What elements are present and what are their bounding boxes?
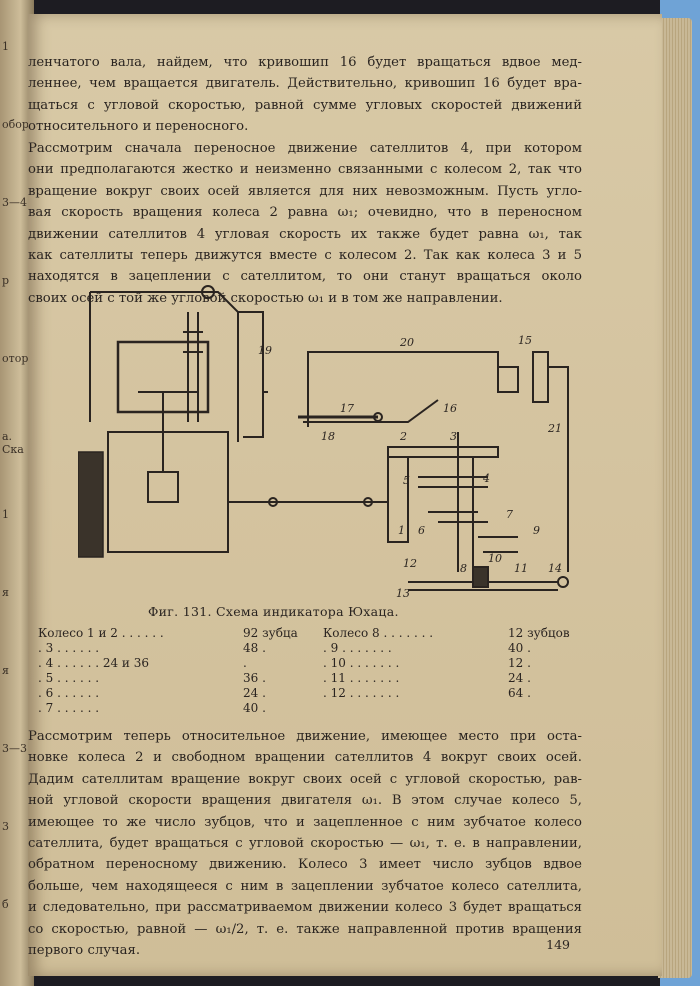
table-cell: 40 . [508, 641, 531, 655]
table-cell: . 7 . . . . . . [38, 701, 100, 715]
table-cell: 12 зубцов [508, 626, 570, 640]
text-line: первого случая. [28, 943, 141, 959]
figure-label: 16 [443, 402, 457, 415]
table-cell: . [243, 656, 247, 670]
text-line: вращение вокруг своих осей является для … [28, 183, 582, 199]
page-number: 149 [546, 937, 570, 952]
table-row: . 5 . . . . . . 36 . . 11 . . . . . . . 24 … [38, 671, 578, 686]
facing-page-fragment: я [2, 586, 9, 599]
figure-caption: Фиг. 131. Схема индикатора Юхаца. [148, 604, 399, 619]
table-cell: 24 . [508, 671, 531, 685]
table-cell: 92 зубца [243, 626, 298, 640]
table-cell: . 12 . . . . . . . [323, 686, 400, 700]
table-cell: 12 . [508, 656, 531, 670]
figure-label: 6 [418, 524, 425, 537]
figure-label: 9 [533, 524, 540, 537]
table-cell: . 10 . . . . . . . [323, 656, 400, 670]
table-cell: . 3 . . . . . . [38, 641, 100, 655]
text-line: находятся в зацеплении с сателлитом, то … [28, 269, 582, 285]
facing-page-fragment: 3 [2, 820, 9, 833]
figure-label: 21 [547, 422, 562, 435]
facing-page-fragment: оборо [2, 118, 34, 131]
facing-page-fragment: р [2, 274, 10, 287]
book-page: ленчатого вала, найдем, что кривошип 16 … [28, 14, 662, 976]
text-line: леннее, чем вращается двигатель. Действи… [28, 76, 582, 92]
text-line: ленчатого вала, найдем, что кривошип 16 … [28, 55, 582, 70]
paragraph-3: Рассмотрим теперь относительное движение… [28, 726, 582, 961]
figure-label: 19 [258, 344, 272, 357]
text-line: относительного и переносного. [28, 119, 249, 135]
text-line: они предполагаются жестко и неизменно св… [28, 162, 582, 178]
facing-page-fragment: б [2, 898, 9, 911]
gear-teeth-table: Колесо 1 и 2 . . . . . . 92 зубца Колесо 8… [38, 626, 578, 716]
table-row: . 7 . . . . . . 40 . [38, 701, 578, 716]
facing-page-fragment: а. Ска [2, 430, 24, 456]
figure-label: 3 [450, 430, 457, 443]
page-block-edge [658, 18, 692, 978]
table-row: . 6 . . . . . . 24 . . 12 . . . . . . . 64 … [38, 686, 578, 701]
paragraph-1: ленчатого вала, найдем, что кривошип 16 … [28, 52, 582, 138]
text-line: со скоростью, равной — ω₁/2, т. е. также… [28, 921, 582, 937]
figure-label: 10 [488, 552, 502, 565]
figure-label: 5 [403, 474, 410, 487]
text-line: движении сателлитов 4 угловая скорость и… [28, 226, 582, 242]
table-cell: . 4 . . . . . . 24 и 36 [38, 656, 150, 670]
table-row: Колесо 1 и 2 . . . . . . 92 зубца Колесо 8… [38, 626, 578, 641]
figure-label: 7 [506, 508, 513, 521]
figure-label: 12 [403, 557, 417, 570]
text-line: ной угловой скорости вращения двигателя … [28, 793, 582, 809]
text-line: вая скорость вращения колеса 2 равна ω₁;… [28, 205, 582, 221]
table-cell: 48 . [243, 641, 266, 655]
table-cell: . 11 . . . . . . . [323, 671, 400, 685]
text-line: своих осей с той же угловой скоростью ω₁… [28, 290, 503, 306]
table-cell: . 5 . . . . . . [38, 671, 100, 685]
facing-page-fragment: 3—4 [2, 196, 27, 209]
table-cell: 36 . [243, 671, 266, 685]
text-line: Рассмотрим теперь относительное движение… [28, 729, 582, 744]
table-row: . 3 . . . . . . 48 . . 9 . . . . . . . 40 . [38, 641, 578, 656]
text-line: щаться с угловой скоростью, равной сумме… [28, 97, 582, 113]
table-cell: . 9 . . . . . . . [323, 641, 392, 655]
figure-label: 20 [399, 336, 414, 349]
figure-label: 11 [514, 562, 528, 575]
text-line: и следовательно, при рассматриваемом дви… [28, 900, 582, 916]
text-line: обратном переносному движению. Колесо 3 … [28, 857, 582, 873]
figure-label: 4 [482, 472, 490, 485]
facing-page-fragment: 3—3 [2, 742, 27, 755]
table-cell: . 6 . . . . . . [38, 686, 100, 700]
facing-page-fragment: оторый [2, 352, 34, 365]
figure-label: 17 [340, 402, 354, 415]
table-row: . 4 . . . . . . 24 и 36. . 10 . . . . . .… [38, 656, 578, 671]
figure-label: 2 [399, 430, 407, 443]
text-line: больше, чем находящееся с ним в зацеплен… [28, 878, 582, 894]
text-line: Рассмотрим сначала переносное движение с… [28, 141, 582, 156]
figure-label: 1 [398, 524, 405, 537]
table-cell: 24 . [243, 686, 266, 700]
text-line: сателлита, будет вращаться с угловой ско… [28, 836, 582, 852]
table-cell: Колесо 8 . . . . . . . [323, 626, 434, 640]
text-line: Дадим сателлитам вращение вокруг своих о… [28, 771, 582, 787]
table-cell: Колесо 1 и 2 . . . . . . [38, 626, 164, 640]
figure-label: 14 [548, 562, 562, 575]
text-line: новке колеса 2 и свободном вращении сате… [28, 750, 582, 766]
figure-label: 8 [460, 562, 467, 575]
facing-page-fragment: 1 [2, 508, 9, 521]
paragraph-2: Рассмотрим сначала переносное движение с… [28, 138, 582, 309]
facing-page-fragment: я [2, 664, 9, 677]
text-line: как сателлиты теперь движутся вместе с к… [28, 248, 582, 264]
figure-label: 18 [321, 430, 335, 443]
text-line: имеющее то же число зубцов, что и зацепл… [28, 814, 582, 830]
table-cell: 64 . [508, 686, 531, 700]
facing-page-fragment: 1 [2, 40, 9, 53]
figure-label: 15 [518, 334, 532, 347]
table-cell: 40 . [243, 701, 266, 715]
figure-label: 13 [396, 587, 410, 600]
